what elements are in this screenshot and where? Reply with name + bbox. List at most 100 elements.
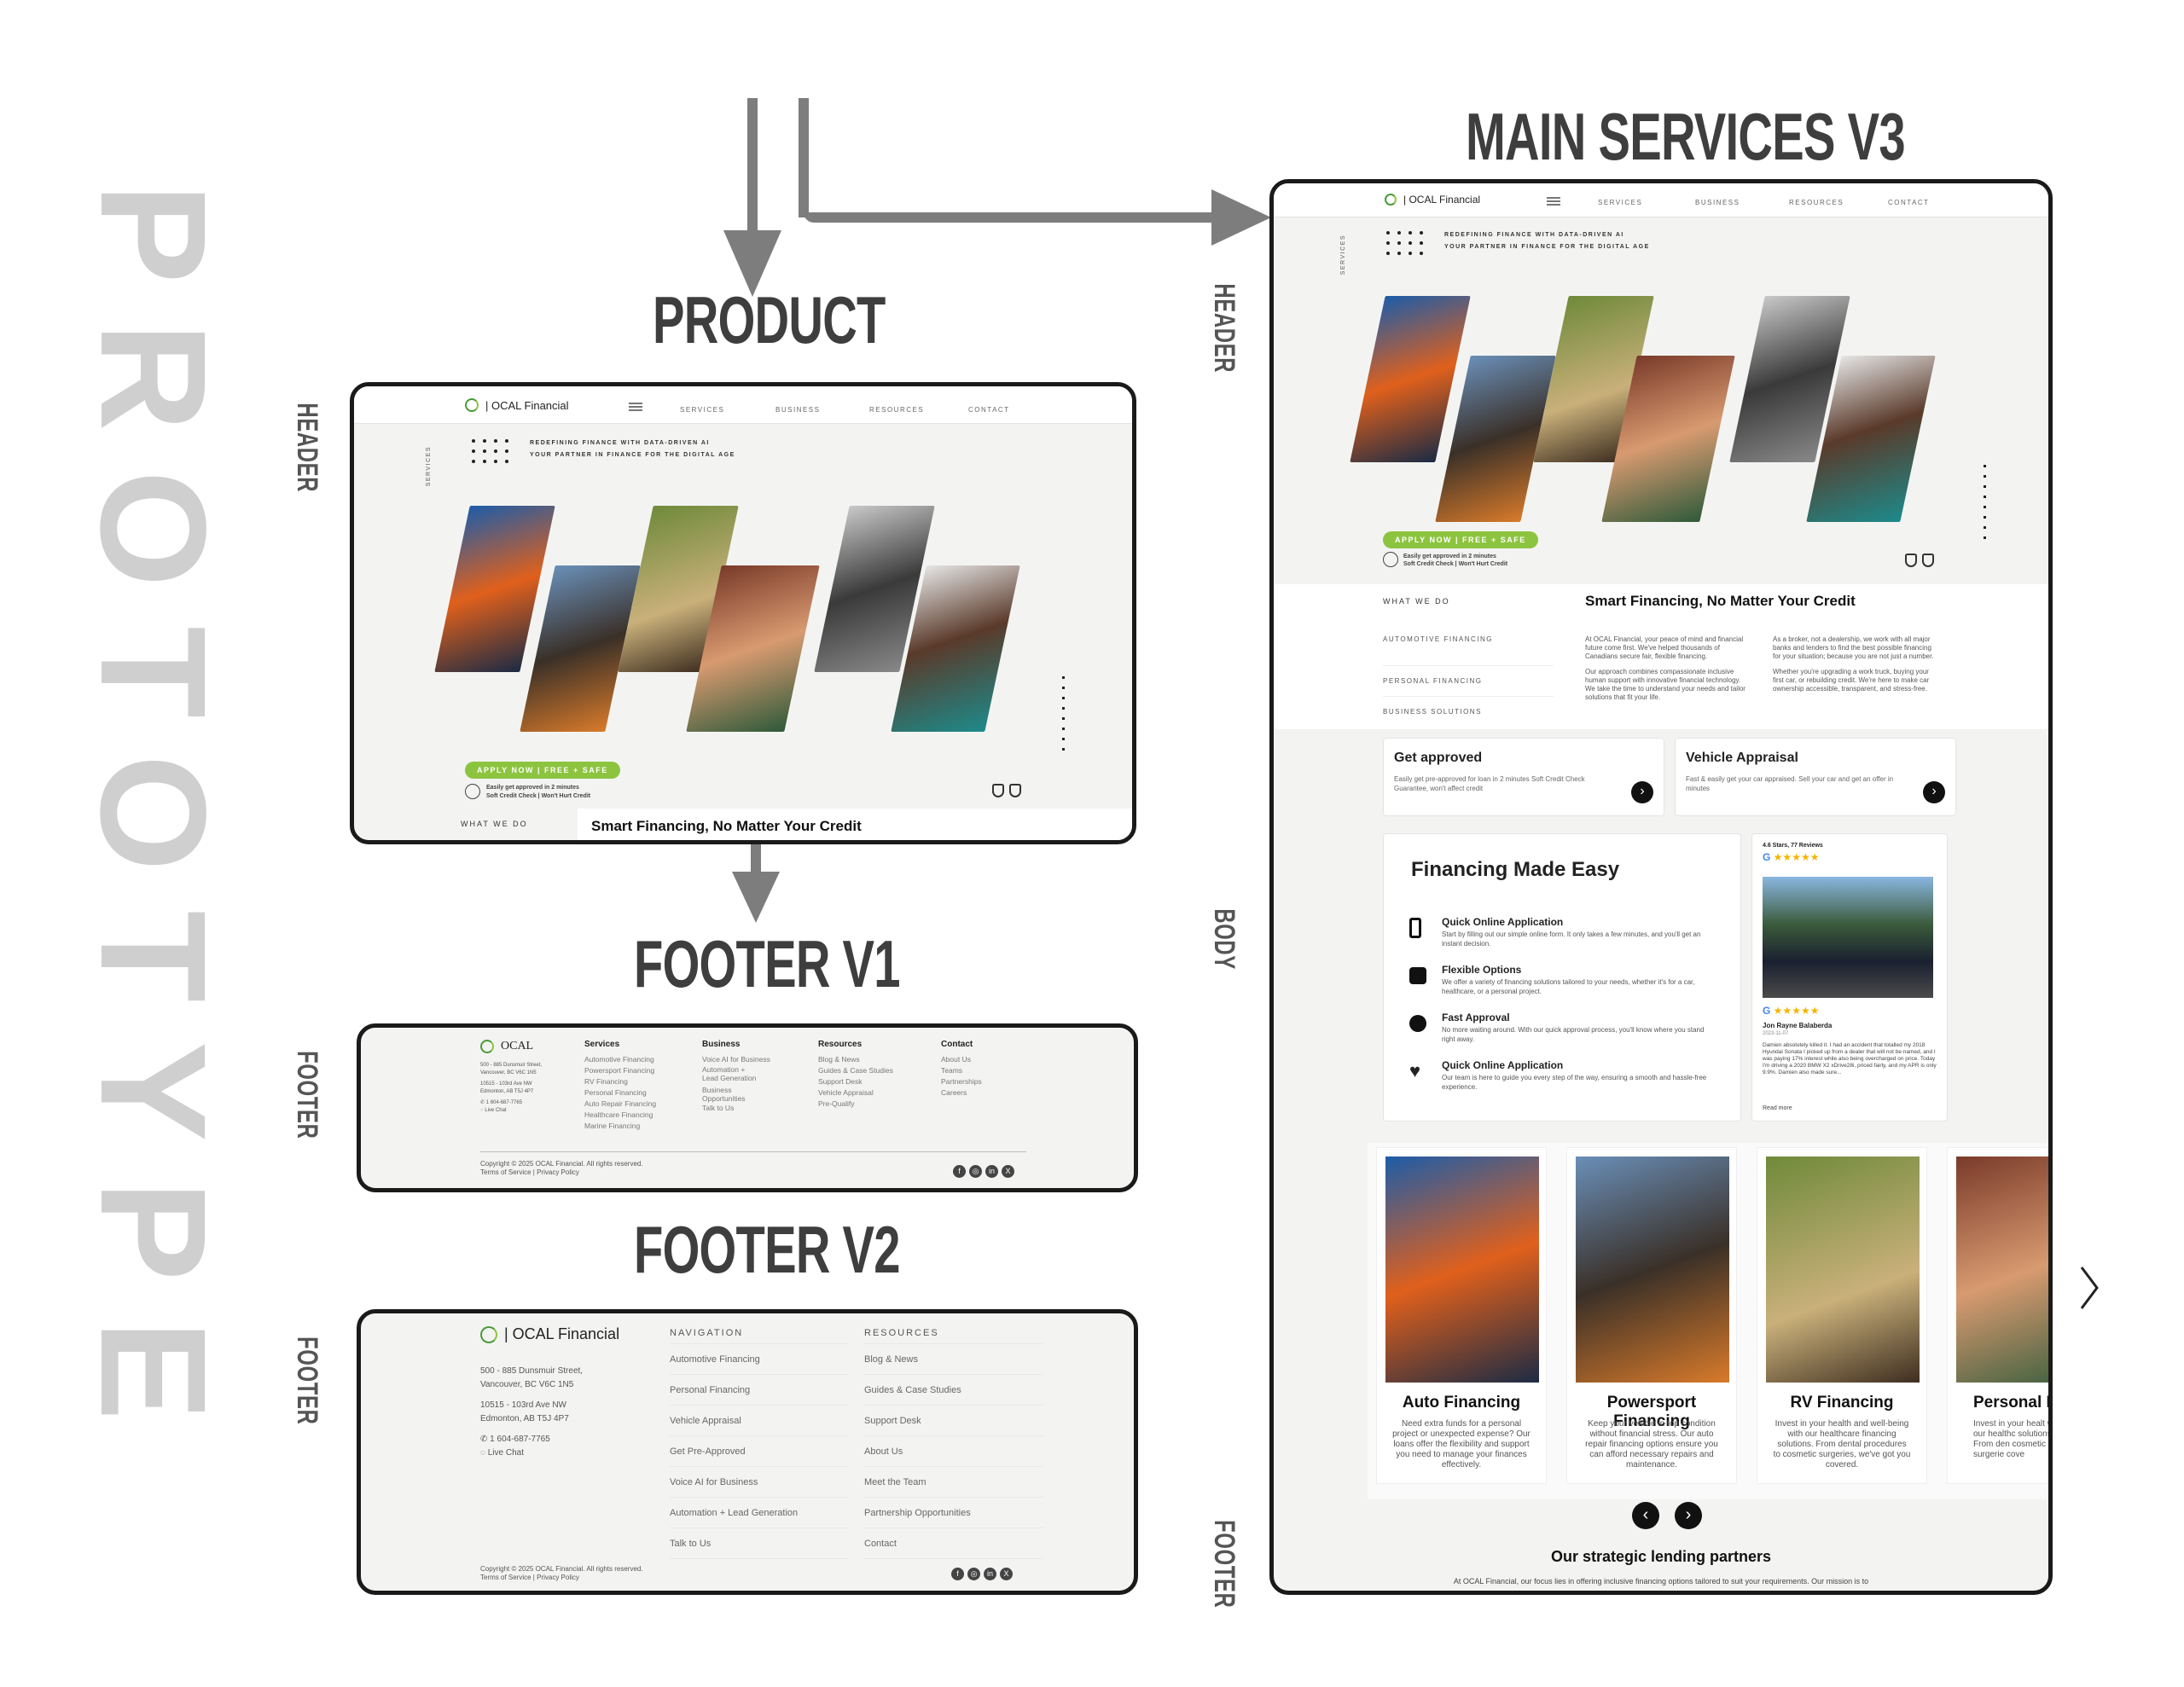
- side-tab-services[interactable]: SERVICES: [426, 446, 432, 487]
- linkedin-icon[interactable]: in: [985, 1165, 998, 1178]
- footer-link[interactable]: About Us: [864, 1436, 1043, 1467]
- footer-link[interactable]: Pre-Qualify: [818, 1099, 855, 1108]
- main-services-frame: | OCAL Financial SERVICES BUSINESS RESOU…: [1269, 179, 2053, 1595]
- carousel-prev-button[interactable]: ‹: [1632, 1502, 1659, 1529]
- footer-link[interactable]: Get Pre-Approved: [670, 1436, 849, 1467]
- partners-text: At OCAL Financial, our focus lies in off…: [1453, 1577, 1869, 1586]
- facebook-icon[interactable]: f: [953, 1165, 966, 1178]
- instagram-icon[interactable]: ◎: [969, 1165, 982, 1178]
- footer-v2-logo[interactable]: | OCAL Financial: [480, 1325, 619, 1343]
- get-approved-card[interactable]: Get approved Easily get pre-approved for…: [1383, 738, 1664, 816]
- apply-now-button[interactable]: APPLY NOW | FREE + SAFE: [1383, 531, 1538, 548]
- footer-link[interactable]: Guides & Case Studies: [864, 1375, 1043, 1406]
- arrow-down-product: [747, 98, 758, 252]
- footer-link[interactable]: About Us: [941, 1055, 971, 1064]
- footer-link[interactable]: Blog & News: [864, 1344, 1043, 1375]
- footer-v1-brand: OCAL: [501, 1040, 534, 1052]
- footer-link[interactable]: Vehicle Appraisal: [670, 1406, 849, 1436]
- footer-link[interactable]: Automotive Financing: [670, 1344, 849, 1375]
- footer-link[interactable]: Contact: [864, 1528, 1043, 1559]
- footer-link[interactable]: Automation +: [702, 1065, 746, 1074]
- nav-resources[interactable]: RESOURCES: [869, 406, 925, 414]
- nav-contact[interactable]: CONTACT: [968, 406, 1010, 414]
- menu-personal[interactable]: PERSONAL FINANCING: [1383, 666, 1554, 697]
- heart-hand-icon: ♥: [1409, 1060, 1421, 1081]
- nav-resources[interactable]: RESOURCES: [1789, 199, 1844, 206]
- read-more-link[interactable]: Read more: [1763, 1105, 1792, 1111]
- chevron-right-icon[interactable]: ›: [1923, 781, 1945, 803]
- nav-business[interactable]: BUSINESS: [775, 406, 821, 414]
- footer-link[interactable]: Talk to Us: [670, 1528, 849, 1559]
- brand-name: | OCAL Financial: [1403, 194, 1481, 206]
- service-image-car: [1385, 1157, 1539, 1383]
- instagram-icon[interactable]: ◎: [967, 1568, 980, 1580]
- terms-links[interactable]: Terms of Service | Privacy Policy: [480, 1574, 579, 1581]
- footer-link[interactable]: Lead Generation: [702, 1074, 757, 1082]
- footer-v1-logo[interactable]: OCAL: [480, 1040, 533, 1053]
- footer-link[interactable]: Opportunities: [702, 1094, 746, 1103]
- brand-logo[interactable]: | OCAL Financial: [1385, 194, 1480, 206]
- shield-icon: [992, 784, 1004, 797]
- footer-link[interactable]: Voice AI for Business: [670, 1467, 849, 1498]
- carousel-next-button[interactable]: ›: [1675, 1502, 1702, 1529]
- vehicle-appraisal-card[interactable]: Vehicle Appraisal Fast & easily get your…: [1675, 738, 1956, 816]
- service-text: Invest in your healt with our healthc so…: [1973, 1419, 2053, 1459]
- footer-link[interactable]: Personal Financing: [670, 1375, 849, 1406]
- phone-row[interactable]: ✆ 1 604-687-7765: [480, 1433, 583, 1446]
- footer-link[interactable]: Meet the Team: [864, 1467, 1043, 1498]
- service-card-personal[interactable]: Personal Fi Invest in your healt with ou…: [1947, 1147, 2053, 1484]
- footer-link[interactable]: Business: [702, 1086, 732, 1094]
- service-card-powersport[interactable]: Powersport Financing Keep your vehicle i…: [1566, 1147, 1737, 1484]
- phone-row[interactable]: ✆ 1 604-687-7765: [480, 1099, 542, 1107]
- footer-link[interactable]: Guides & Case Studies: [818, 1066, 893, 1075]
- chevron-right-icon[interactable]: ›: [1631, 781, 1653, 803]
- nav-services[interactable]: SERVICES: [1598, 199, 1643, 206]
- terms-links[interactable]: Terms of Service | Privacy Policy: [480, 1168, 579, 1176]
- footer-link[interactable]: Auto Repair Financing: [584, 1099, 657, 1108]
- footer-link[interactable]: Careers: [941, 1088, 967, 1097]
- easy-item-text: Our team is here to guide you every step…: [1442, 1074, 1707, 1091]
- brand-logo[interactable]: | OCAL Financial: [465, 398, 569, 412]
- easy-item-title: Quick Online Application: [1442, 1059, 1564, 1071]
- menu-automotive[interactable]: AUTOMOTIVE FINANCING: [1383, 635, 1554, 666]
- footer-link[interactable]: Voice AI for Business: [702, 1055, 770, 1064]
- nav-contact[interactable]: CONTACT: [1888, 199, 1930, 206]
- footer-link[interactable]: Talk to Us: [702, 1104, 735, 1112]
- footer-link[interactable]: Marine Financing: [584, 1122, 641, 1130]
- menu-icon[interactable]: [1547, 197, 1560, 206]
- service-card-auto[interactable]: Auto Financing Need extra funds for a pe…: [1376, 1147, 1547, 1484]
- footer-link[interactable]: Powersport Financing: [584, 1066, 655, 1075]
- menu-business[interactable]: BUSINESS SOLUTIONS: [1383, 708, 1482, 716]
- footer-link[interactable]: Vehicle Appraisal: [818, 1088, 874, 1097]
- footer-link[interactable]: Personal Financing: [584, 1088, 647, 1097]
- chat-row[interactable]: ◌ Live Chat: [480, 1107, 542, 1115]
- footer-link[interactable]: Healthcare Financing: [584, 1110, 653, 1119]
- footer-v1-resources: Resources Blog & News Guides & Case Stud…: [818, 1040, 893, 1110]
- footer-link[interactable]: Support Desk: [864, 1406, 1043, 1436]
- x-icon[interactable]: X: [1000, 1568, 1013, 1580]
- intro-text: As a broker, not a dealership, we work w…: [1773, 635, 1934, 660]
- nav-services[interactable]: SERVICES: [680, 406, 725, 414]
- footer-v1-title: FOOTER V1: [634, 926, 901, 1001]
- footer-link[interactable]: Blog & News: [818, 1055, 860, 1064]
- footer-link[interactable]: Partnership Opportunities: [864, 1498, 1043, 1528]
- linkedin-icon[interactable]: in: [984, 1568, 996, 1580]
- footer-link[interactable]: Partnerships: [941, 1077, 982, 1086]
- menu-icon[interactable]: [629, 403, 642, 411]
- nav-business[interactable]: BUSINESS: [1695, 199, 1740, 206]
- footer-link[interactable]: Support Desk: [818, 1077, 863, 1086]
- chat-row[interactable]: ◌ Live Chat: [480, 1446, 583, 1460]
- side-tab-services[interactable]: SERVICES: [1340, 235, 1346, 275]
- facebook-icon[interactable]: f: [951, 1568, 964, 1580]
- footer-link[interactable]: Automotive Financing: [584, 1055, 654, 1064]
- service-card-rv[interactable]: RV Financing Invest in your health and w…: [1757, 1147, 1927, 1484]
- apply-now-button[interactable]: APPLY NOW | FREE + SAFE: [465, 762, 620, 779]
- x-icon[interactable]: X: [1002, 1165, 1014, 1178]
- footer-link[interactable]: RV Financing: [584, 1077, 628, 1086]
- chevron-right-icon[interactable]: [2077, 1262, 2102, 1313]
- easy-item-text: We offer a variety of financing solution…: [1442, 978, 1695, 995]
- footer-link[interactable]: Automation + Lead Generation: [670, 1498, 849, 1528]
- footer-link[interactable]: Teams: [941, 1066, 963, 1075]
